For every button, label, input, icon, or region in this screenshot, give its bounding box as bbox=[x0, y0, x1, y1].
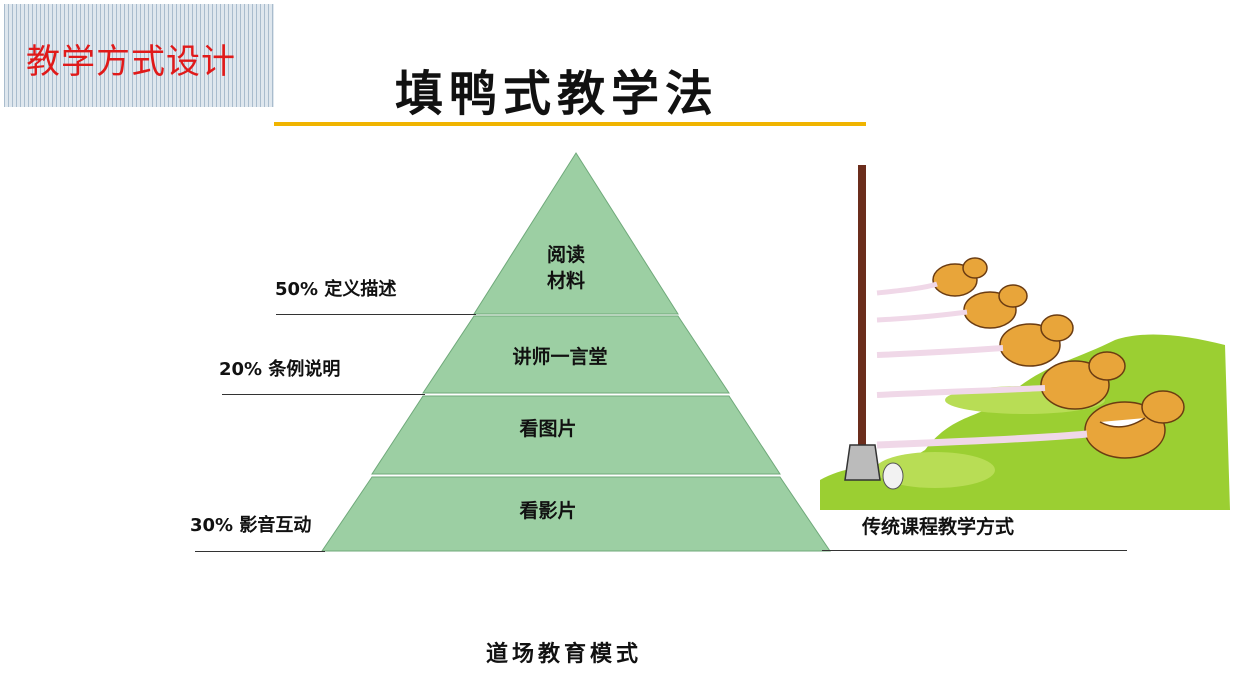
title-underline bbox=[274, 122, 866, 126]
page-title: 填鸭式教学法 bbox=[395, 66, 720, 122]
right-caption: 传统课程教学方式 bbox=[862, 516, 1015, 538]
right-caption-line bbox=[822, 550, 1127, 551]
side-label-media: 30% 影音互动 bbox=[190, 515, 312, 536]
force-feeding-ducks-illustration bbox=[820, 165, 1230, 510]
side-label-explanation: 20% 条例说明 bbox=[219, 359, 341, 380]
side-line-media bbox=[195, 551, 325, 552]
pyramid-tier-1 bbox=[473, 152, 679, 315]
pyramid-tier-3 bbox=[371, 395, 781, 475]
side-label-definition: 50% 定义描述 bbox=[275, 279, 397, 300]
bottom-label: 道场教育模式 bbox=[486, 642, 643, 667]
side-line-definition bbox=[276, 314, 476, 315]
tier-1-label-line1: 阅读 bbox=[546, 244, 585, 266]
tier-4-label: 看影片 bbox=[519, 500, 577, 522]
tier-1-label: 阅读 材料 bbox=[536, 242, 596, 294]
pyramid-tier-2 bbox=[422, 315, 730, 394]
section-tag: 教学方式设计 bbox=[4, 4, 274, 107]
section-tag-text: 教学方式设计 bbox=[26, 42, 236, 82]
tier-2-label: 讲师一言堂 bbox=[512, 346, 608, 368]
tier-3-label: 看图片 bbox=[519, 418, 577, 440]
side-line-explanation bbox=[222, 394, 425, 395]
tier-1-label-line2: 材料 bbox=[546, 270, 585, 292]
pyramid-tier-4 bbox=[321, 476, 831, 552]
